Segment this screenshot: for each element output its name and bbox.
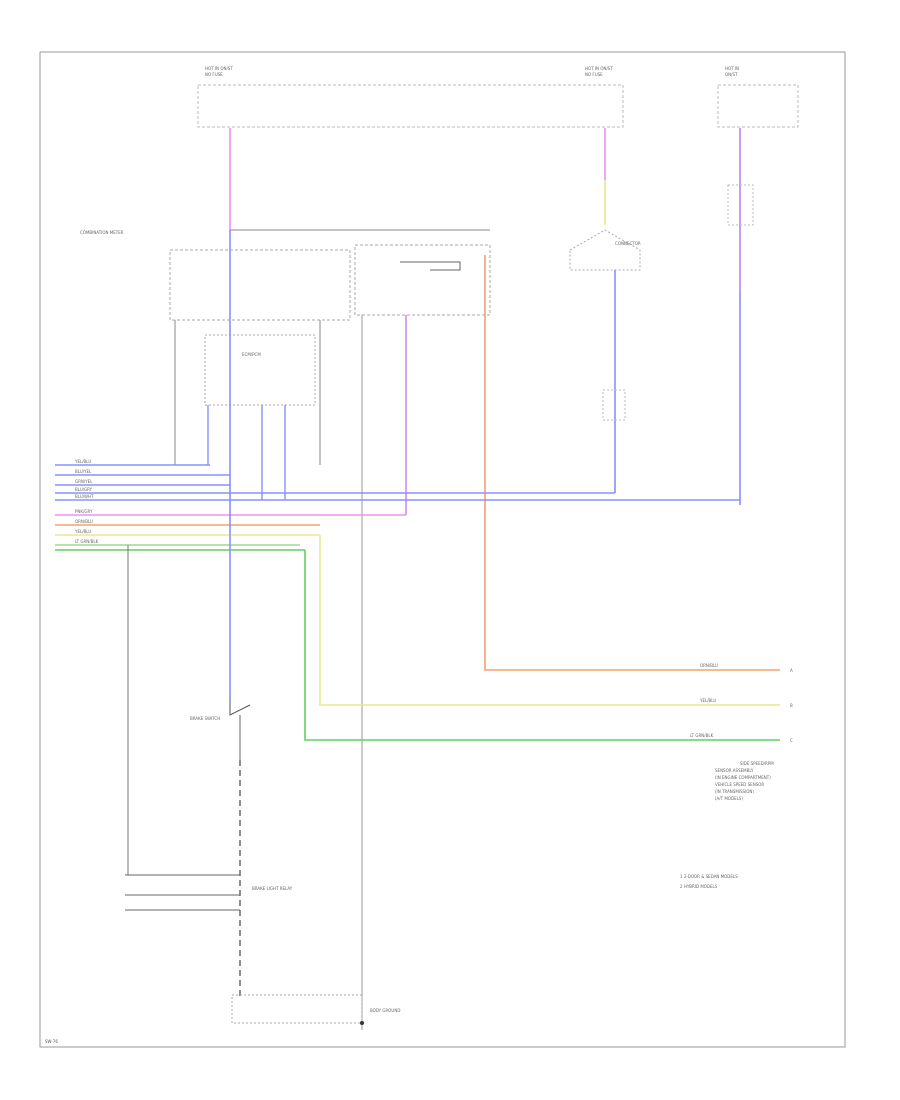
svg-text:(A/T MODELS): (A/T MODELS) [715,796,743,801]
svg-text:ORN/BLU: ORN/BLU [75,519,93,524]
footer-code: SW-76 [45,1039,58,1044]
wire-green-bottom [304,550,780,741]
svg-text:(IN ENGINE COMPARTMENT): (IN ENGINE COMPARTMENT) [715,775,771,780]
svg-text:BODY GROUND: BODY GROUND [370,1008,400,1013]
svg-text:YEL/BLU: YEL/BLU [699,698,716,703]
svg-text:NO FUSE: NO FUSE [205,72,223,77]
wire-bus [55,464,740,551]
legend: 1 2-DOOR & SEDAN MODELS 2 HYBRID MODELS [680,874,738,889]
svg-text:ORN/BLU: ORN/BLU [700,663,718,668]
ecm-connector [602,389,626,421]
svg-text:A: A [790,668,793,673]
svg-text:CONNECTOR: CONNECTOR [615,241,641,246]
svg-text:BRAKE LIGHT RELAY: BRAKE LIGHT RELAY [252,886,293,891]
combination-meter: COMBINATION METER ECM/PCM [80,230,351,406]
svg-text:BLU/GRY: BLU/GRY [75,487,93,492]
wire-orange [484,255,780,671]
svg-text:NO FUSE: NO FUSE [585,72,603,77]
svg-text:SENSOR ASSEMBLY: SENSOR ASSEMBLY [715,768,754,773]
svg-text:(IN TRANSMISSION): (IN TRANSMISSION) [715,789,754,794]
switch-assembly [230,229,491,316]
svg-text:1 2-DOOR & SEDAN MODELS: 1 2-DOOR & SEDAN MODELS [680,874,738,879]
svg-text:SIDE SPEED/RPM: SIDE SPEED/RPM [740,761,774,766]
diagram-frame [39,51,846,1048]
svg-text:YEL/BLU: YEL/BLU [74,459,91,464]
brake-switch: BRAKE SWITCH [190,700,251,760]
svg-text:GRN/YEL: GRN/YEL [75,479,93,484]
meter-inner-box [204,334,316,406]
ground-box: BODY GROUND [231,994,400,1025]
svg-text:BLU/WHT: BLU/WHT [75,494,94,499]
svg-text:VEHICLE SPEED SENSOR: VEHICLE SPEED SENSOR [715,782,764,787]
fuse-box-1: HOT IN ON/ST NO FUSE HOT IN ON/ST NO FUS… [197,66,624,128]
svg-text:LT GRN/BLK: LT GRN/BLK [75,539,99,544]
svg-text:BLU/YEL: BLU/YEL [75,469,92,474]
svg-text:BRAKE SWITCH: BRAKE SWITCH [190,716,220,721]
bottom-relay: BRAKE LIGHT RELAY [125,874,293,911]
right-component-text: SIDE SPEED/RPM SENSOR ASSEMBLY (IN ENGIN… [715,761,774,801]
sensor-box [727,184,754,226]
svg-text:B: B [790,703,793,708]
fuse-box-1-label: HOT IN ON/ST [205,66,233,71]
svg-text:C: C [790,738,793,743]
fuse-box-3-label: HOT IN [725,66,739,71]
svg-text:PNK/GRY: PNK/GRY [75,509,93,514]
fuse-box-3: HOT IN ON/ST [717,66,799,128]
svg-text:YEL/BLU: YEL/BLU [74,529,91,534]
right-connector: CONNECTOR [569,229,641,271]
svg-text:LT GRN/BLK: LT GRN/BLK [690,733,714,738]
svg-text:2 HYBRID MODELS: 2 HYBRID MODELS [680,884,718,889]
svg-text:COMBINATION METER: COMBINATION METER [80,230,124,235]
svg-text:ON/ST: ON/ST [725,72,738,77]
svg-text:ECM/PCM: ECM/PCM [242,352,261,357]
left-wire-labels: YEL/BLU BLU/YEL GRN/YEL BLU/GRY BLU/WHT … [74,459,99,544]
wire-yellow-bottom [319,535,780,706]
fuse-box-2-label: HOT IN ON/ST [585,66,613,71]
